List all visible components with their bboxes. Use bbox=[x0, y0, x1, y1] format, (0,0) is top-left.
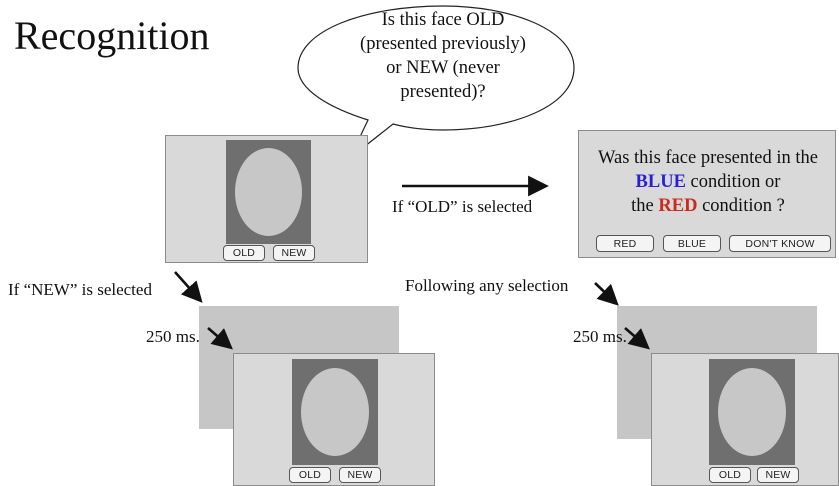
next-face-screen-left: OLD NEW bbox=[233, 353, 435, 486]
face-oval-mask bbox=[301, 368, 369, 456]
question-line-2: BLUE condition or bbox=[580, 170, 836, 194]
arrow-delay-right bbox=[624, 327, 650, 350]
question-line-3-rest: condition ? bbox=[697, 196, 785, 216]
red-word: RED bbox=[658, 196, 698, 216]
arrow-new-selected bbox=[174, 271, 203, 303]
face-photo bbox=[226, 140, 311, 244]
red-button[interactable]: RED bbox=[596, 235, 654, 252]
old-button[interactable]: OLD bbox=[709, 467, 751, 483]
face-photo bbox=[709, 359, 795, 465]
if-new-label: If “NEW” is selected bbox=[8, 280, 152, 299]
following-any-label: Following any selection bbox=[405, 276, 569, 295]
arrow-delay-left bbox=[207, 327, 233, 350]
condition-question: Was this face presented in the BLUE cond… bbox=[580, 146, 836, 218]
bubble-line: Is this face OLD bbox=[381, 10, 505, 30]
new-button[interactable]: NEW bbox=[757, 467, 799, 483]
bubble-line: presented)? bbox=[400, 82, 486, 102]
recognition-screen: OLD NEW bbox=[165, 135, 368, 263]
blue-button[interactable]: BLUE bbox=[663, 235, 721, 252]
old-button[interactable]: OLD bbox=[289, 467, 331, 483]
question-line-3-prefix: the bbox=[631, 196, 659, 216]
speech-bubble-text: Is this face OLD (presented previously) … bbox=[318, 8, 568, 104]
new-button[interactable]: NEW bbox=[339, 467, 381, 483]
next-face-screen-right: OLD NEW bbox=[651, 353, 839, 486]
blue-word: BLUE bbox=[635, 172, 686, 192]
face-oval-mask bbox=[235, 148, 302, 236]
if-old-label: If “OLD” is selected bbox=[392, 197, 533, 216]
arrow-any-selection bbox=[594, 282, 619, 306]
dont-know-button[interactable]: DON'T KNOW bbox=[729, 235, 831, 252]
bubble-line: (presented previously) bbox=[360, 34, 526, 54]
face-photo bbox=[292, 359, 378, 465]
page-title: Recognition bbox=[14, 13, 210, 58]
bubble-line: or NEW (never bbox=[386, 58, 500, 78]
question-line-1: Was this face presented in the bbox=[598, 148, 818, 168]
delay-label-left: 250 ms. bbox=[146, 327, 200, 346]
delay-label-right: 250 ms. bbox=[573, 327, 627, 346]
question-line-2-rest: condition or bbox=[685, 172, 781, 192]
question-line-3: the RED condition ? bbox=[580, 194, 836, 218]
old-button[interactable]: OLD bbox=[223, 245, 265, 261]
new-button[interactable]: NEW bbox=[273, 245, 315, 261]
face-oval-mask bbox=[718, 368, 786, 456]
